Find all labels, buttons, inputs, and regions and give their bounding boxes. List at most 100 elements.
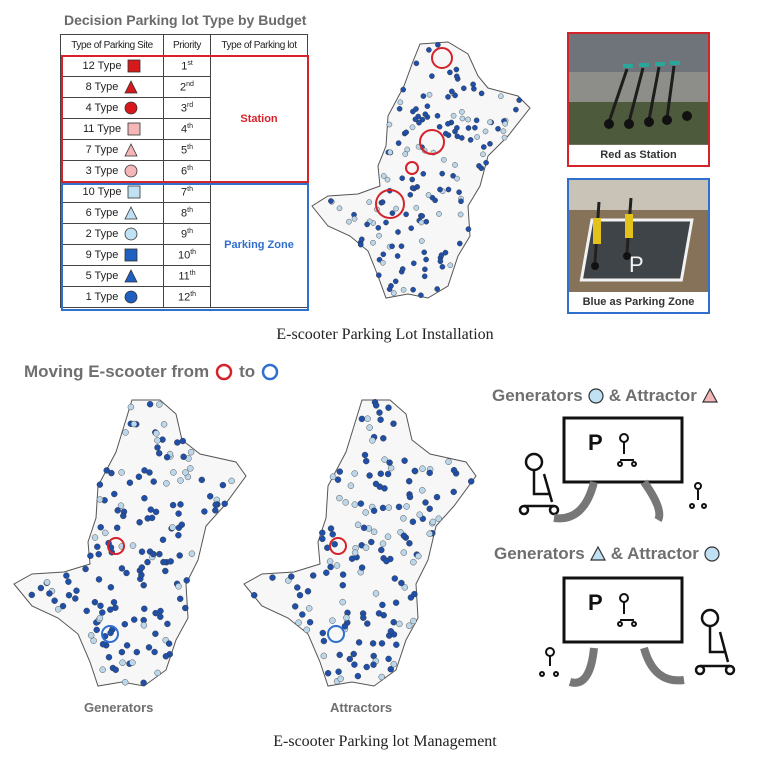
map-marker (159, 536, 167, 544)
map-marker (155, 450, 163, 457)
map-marker (107, 606, 114, 613)
moving-header: Moving E-scooter from to (24, 362, 279, 382)
map-marker (413, 106, 419, 112)
map-marker (422, 111, 429, 117)
map-marker (453, 66, 460, 73)
arrow-icon (568, 647, 598, 687)
map-marker (473, 117, 480, 124)
map-marker (419, 238, 425, 244)
map-marker (393, 205, 399, 212)
map-marker (129, 659, 136, 666)
map-marker (119, 659, 126, 666)
map-marker (472, 124, 478, 131)
map-marker (366, 424, 373, 431)
map-marker (445, 94, 451, 100)
map-marker (370, 507, 378, 515)
scooter-rider-icon (689, 482, 707, 509)
map-marker (375, 610, 383, 617)
map-marker (389, 243, 395, 250)
map-marker (410, 617, 417, 625)
map-marker (366, 199, 373, 205)
legend-top-header: Generators & Attractor (492, 386, 719, 406)
map-marker (228, 477, 235, 485)
map-marker (357, 500, 365, 507)
map-marker (379, 601, 386, 609)
map-marker (396, 106, 403, 112)
map-marker (390, 618, 397, 626)
map-marker (140, 581, 147, 589)
map-marker (392, 278, 399, 285)
map-marker (372, 402, 380, 409)
map-marker (385, 655, 392, 663)
map-marker (474, 134, 480, 140)
map-marker (206, 493, 214, 500)
map-marker (422, 499, 429, 506)
map-marker (434, 286, 440, 292)
map-marker (372, 590, 380, 597)
map-marker (141, 494, 148, 502)
map-marker (162, 567, 169, 575)
map-marker (160, 421, 168, 428)
map-marker (377, 470, 385, 477)
map-marker (476, 163, 482, 169)
map-marker (426, 530, 433, 537)
map-marker (401, 457, 408, 464)
map-marker (144, 558, 151, 566)
map-marker (375, 224, 382, 231)
map-marker (459, 109, 465, 115)
map-marker (456, 240, 463, 247)
map-marker (433, 493, 441, 501)
map-marker (395, 503, 403, 511)
station-group-border (61, 55, 309, 183)
map-marker (453, 73, 460, 80)
map-marker (380, 259, 386, 266)
map-marker (421, 273, 428, 280)
map-marker (442, 130, 449, 137)
map-marker (175, 510, 182, 517)
map-marker (327, 525, 335, 532)
map-marker (107, 584, 115, 591)
map-marker (198, 476, 206, 484)
map-marker (450, 112, 457, 119)
map-marker (99, 640, 107, 648)
moving-to: to (239, 362, 256, 381)
map-marker (409, 185, 416, 191)
map-marker (138, 564, 146, 571)
map-marker (480, 151, 486, 158)
column-header-site: Type of Parking Site (60, 34, 164, 56)
site-type-label: 4 Type (85, 102, 119, 114)
map-marker (384, 176, 391, 183)
map-marker (378, 546, 385, 554)
map-marker (422, 266, 428, 273)
map-marker (336, 205, 343, 212)
map-marker (320, 637, 328, 645)
map-marker (182, 469, 189, 476)
station-photo-caption: Red as Station (569, 145, 708, 165)
map-marker (400, 86, 406, 93)
map-marker (96, 614, 104, 622)
map-marker (405, 622, 413, 629)
map-marker (164, 620, 171, 628)
map-marker (392, 599, 400, 606)
map-marker (376, 409, 383, 416)
map-marker (65, 578, 72, 585)
map-marker (169, 501, 177, 509)
map-marker (138, 571, 145, 579)
map-marker (397, 99, 404, 106)
map-marker (516, 97, 522, 103)
map-marker (112, 666, 119, 673)
light-blue-circle-icon (704, 546, 720, 562)
circle-icon (125, 290, 138, 304)
map-marker (426, 505, 433, 513)
legend-bottom-generators: Generators (494, 544, 585, 563)
map-marker (450, 172, 456, 179)
map-marker (362, 457, 370, 465)
map-marker (177, 477, 184, 484)
map-marker (154, 669, 161, 677)
map-marker (130, 420, 138, 428)
legend-top-generators: Generators (492, 386, 583, 405)
map-marker (336, 468, 344, 475)
map-marker (368, 538, 375, 546)
map-marker (187, 449, 195, 456)
